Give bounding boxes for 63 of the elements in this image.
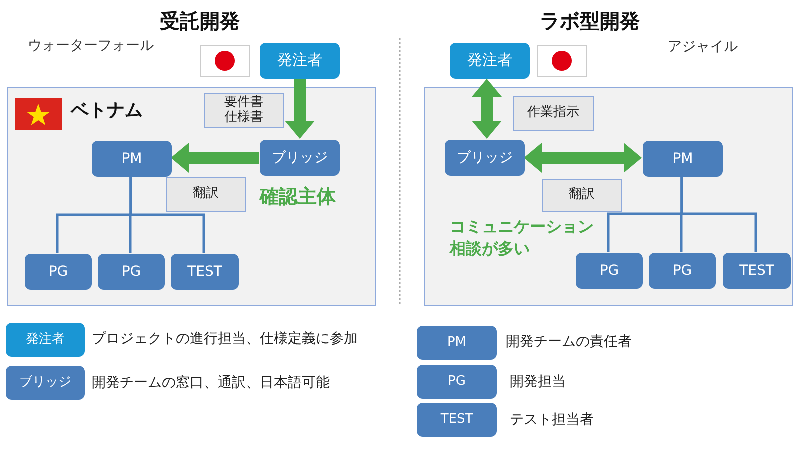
- role-label: PM: [122, 150, 142, 168]
- method-label: アジャイル: [668, 38, 738, 56]
- role-label: 発注者: [26, 332, 65, 348]
- note-text: 翻訳: [193, 187, 219, 202]
- role-label: PG: [122, 264, 142, 280]
- section-title: ラボ型開発: [540, 8, 640, 35]
- note-text: 翻訳: [569, 188, 595, 203]
- role-box: [25, 254, 92, 290]
- block-arrow: [171, 143, 259, 173]
- connector-line: [680, 176, 758, 252]
- note-box: [513, 96, 594, 131]
- role-label: ブリッジ: [20, 376, 72, 390]
- note-box: [204, 93, 284, 128]
- role-label: 発注者: [278, 52, 322, 70]
- role-box: [260, 43, 340, 79]
- description-text: テスト担当者: [510, 411, 594, 429]
- role-box: [260, 140, 340, 176]
- note-box: [166, 177, 246, 212]
- highlight-text: 確認主体: [260, 185, 336, 210]
- role-box: [92, 141, 172, 177]
- role-label: PM: [672, 150, 694, 168]
- role-label: PG: [600, 262, 620, 280]
- description-text: 開発チームの窓口、通訳、日本語可能: [92, 374, 330, 392]
- method-label: ウォーターフォール: [28, 37, 154, 55]
- highlight-text: コミュニケーション相談が多い: [450, 216, 594, 260]
- role-box: [445, 140, 525, 176]
- description-text: 開発担当: [510, 373, 566, 391]
- block-arrow: [472, 79, 502, 139]
- section-title: 受託開発: [160, 8, 240, 35]
- role-label: PG: [448, 374, 466, 390]
- role-box: [576, 253, 643, 289]
- block-arrow: [285, 79, 315, 139]
- block-arrow: [524, 143, 642, 173]
- group-panel: [7, 87, 376, 306]
- role-box: [649, 253, 716, 289]
- role-label: PM: [447, 336, 467, 350]
- group-panel: [424, 87, 793, 306]
- role-box: [417, 403, 497, 437]
- note-text: 作業指示: [528, 106, 580, 121]
- role-box: [643, 141, 723, 177]
- role-label: TEST: [740, 262, 774, 280]
- role-label: TEST: [440, 412, 474, 428]
- role-label: ブリッジ: [457, 150, 513, 166]
- connector-line: [130, 176, 206, 253]
- role-label: PG: [672, 262, 692, 280]
- role-label: 発注者: [468, 52, 512, 70]
- role-box: [417, 365, 497, 399]
- role-box: [98, 254, 165, 290]
- role-box: [171, 254, 239, 290]
- group-title: ベトナム: [71, 99, 143, 122]
- note-text: 仕様書: [224, 110, 264, 126]
- role-label: ブリッジ: [272, 150, 328, 166]
- role-box: [417, 326, 497, 360]
- note-box: [542, 179, 622, 212]
- role-box: [723, 253, 791, 289]
- note-text: 要件書: [224, 96, 264, 110]
- description-text: プロジェクトの進行担当、仕様定義に参加: [92, 330, 358, 348]
- role-label: PG: [48, 264, 68, 280]
- role-box: [6, 323, 85, 357]
- description-text: 開発チームの責任者: [506, 333, 632, 351]
- role-label: TEST: [188, 264, 222, 280]
- role-box: [6, 366, 85, 400]
- role-box: [450, 43, 530, 79]
